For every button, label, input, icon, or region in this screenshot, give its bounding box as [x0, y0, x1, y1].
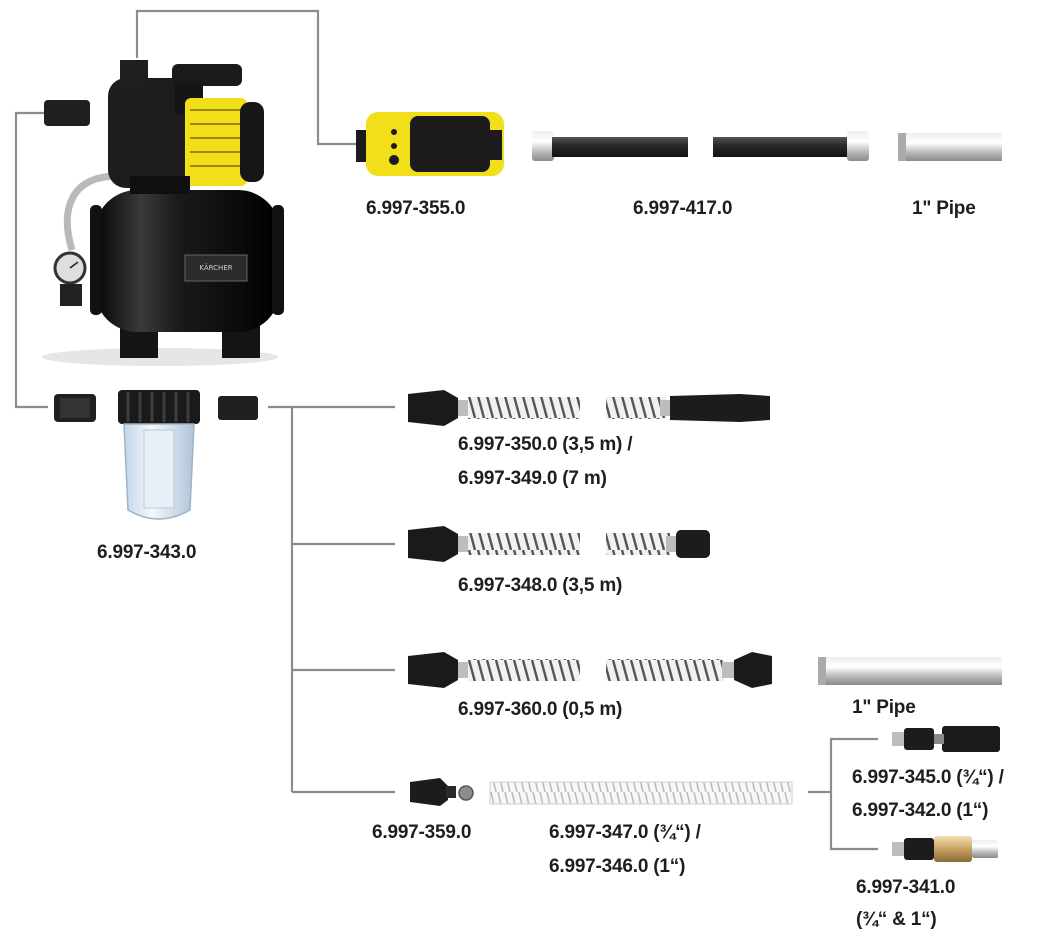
label-filter-valve-line2: (¾“ & 1“)	[856, 909, 937, 930]
suction-set-350-image	[408, 390, 770, 426]
connector-345-image	[892, 726, 1000, 752]
flow-controller-image	[356, 112, 504, 176]
connector-lines	[14, 9, 878, 851]
label-connector-line1: 6.997-345.0 (¾“) /	[852, 767, 1004, 788]
label-adapter-359: 6.997-359.0	[372, 822, 472, 843]
pressure-hose-image	[532, 131, 869, 161]
line-pump-to-prefilter	[14, 111, 48, 409]
label-flow-controller: 6.997-355.0	[366, 198, 466, 219]
label-suction-set-350-line1: 6.997-350.0 (3,5 m) /	[458, 434, 633, 455]
label-pipe-top: 1" Pipe	[912, 198, 976, 219]
suction-set-360-image	[408, 652, 772, 688]
svg-text:KÄRCHER: KÄRCHER	[199, 263, 232, 272]
label-spiral-hose-line2: 6.997-346.0 (1“)	[549, 856, 686, 877]
label-spiral-hose-line1: 6.997-347.0 (¾“) /	[549, 822, 701, 843]
prefilter-image	[54, 390, 258, 520]
suction-set-348-image	[408, 526, 710, 562]
spiral-hose-image	[489, 781, 793, 805]
label-filter-valve-line1: 6.997-341.0	[856, 877, 956, 898]
label-suction-set-348: 6.997-348.0 (3,5 m)	[458, 575, 623, 596]
filter-valve-image	[892, 836, 998, 862]
label-suction-set-360: 6.997-360.0 (0,5 m)	[458, 699, 623, 720]
pipe-mid-image	[818, 657, 1002, 685]
label-suction-set-350-line2: 6.997-349.0 (7 m)	[458, 468, 607, 489]
line-pump-to-flow-controller	[135, 9, 356, 146]
booster-pump-image: KÄRCHER	[42, 60, 284, 366]
pipe-top-image	[898, 133, 1002, 161]
label-pressure-hose: 6.997-417.0	[633, 198, 733, 219]
line-split-to-connectors	[829, 737, 878, 851]
label-connector-line2: 6.997-342.0 (1“)	[852, 800, 989, 821]
adapter-359-image	[410, 778, 474, 806]
label-pipe-mid: 1" Pipe	[852, 697, 916, 718]
label-prefilter: 6.997-343.0	[97, 542, 197, 563]
